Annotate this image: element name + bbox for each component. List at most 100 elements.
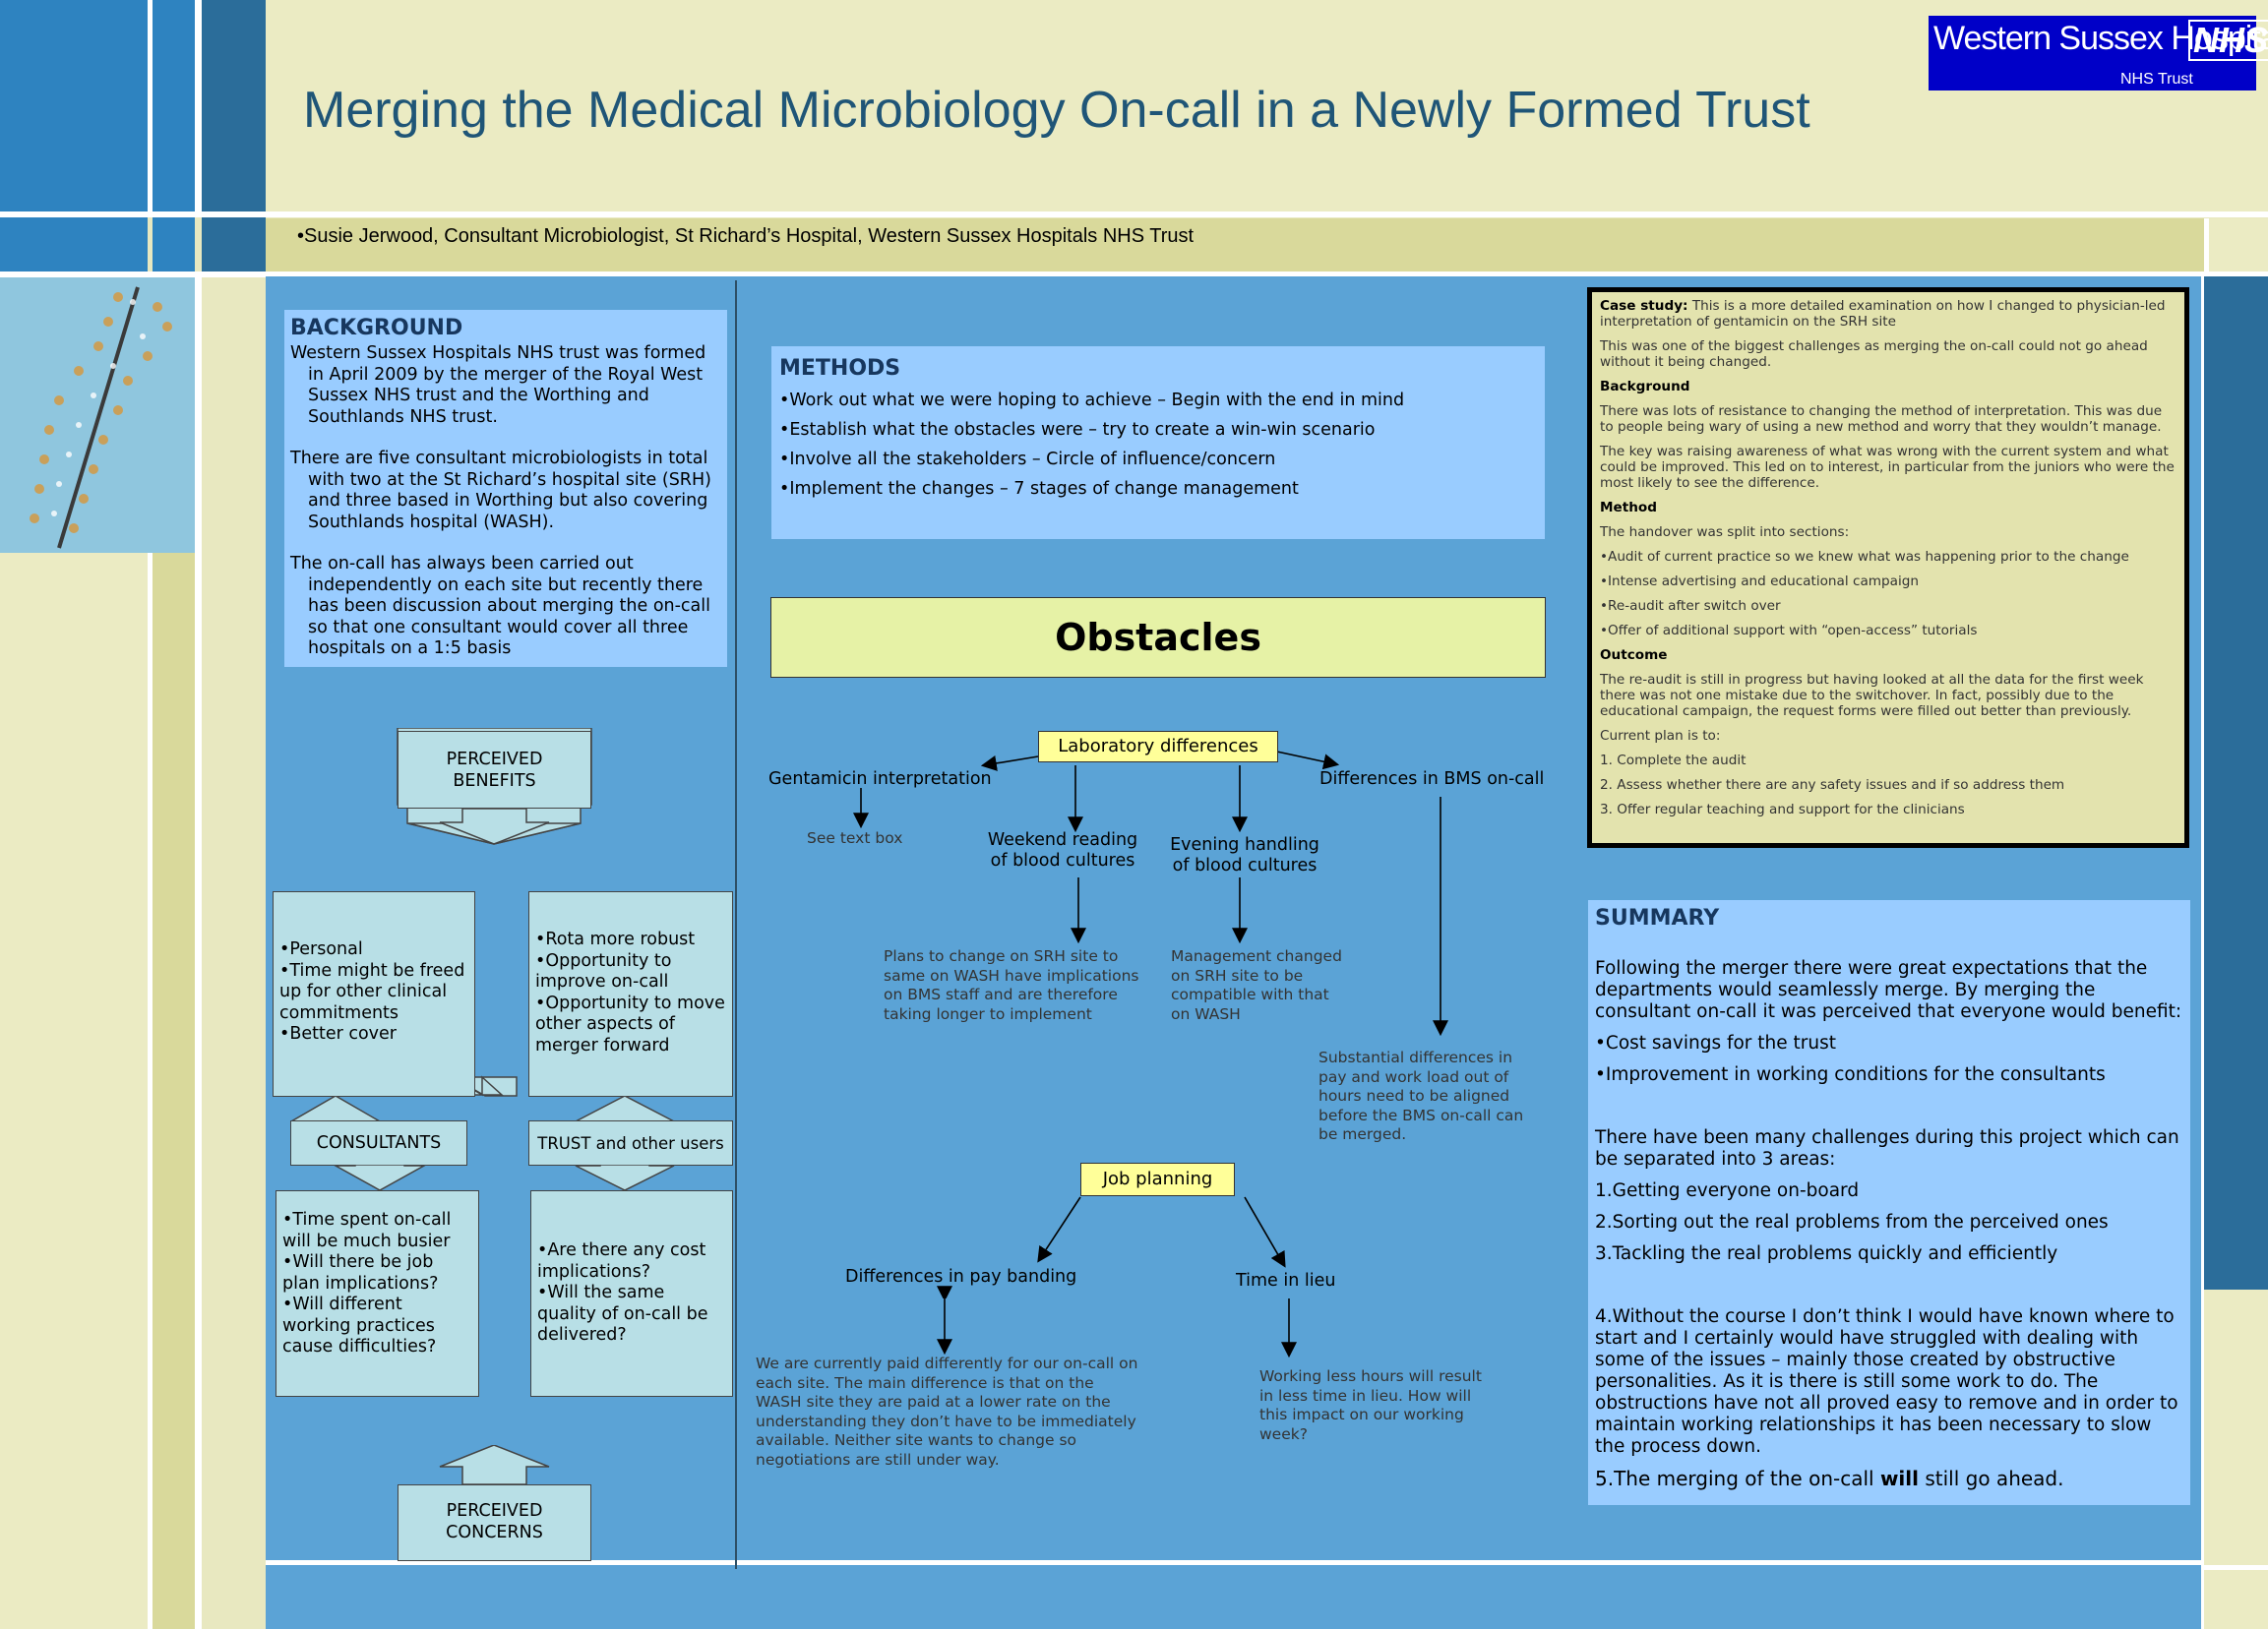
benefit-item: •Opportunity to move other aspects of me… bbox=[535, 993, 725, 1056]
poster-title: Merging the Medical Microbiology On-call… bbox=[303, 82, 1810, 139]
summary-panel: SUMMARY Following the merger there were … bbox=[1588, 900, 2190, 1505]
left-decor bbox=[0, 0, 266, 1629]
background-paragraph: Western Sussex Hospitals NHS trust was f… bbox=[290, 343, 706, 427]
case-study-list-item: •Re-audit after switch over bbox=[1600, 598, 1781, 614]
author-bar-gap bbox=[2204, 218, 2209, 272]
concern-item: •Will the same quality of on-call be del… bbox=[537, 1283, 708, 1345]
job-planning-box: Job planning bbox=[1080, 1163, 1235, 1196]
benefit-item: •Better cover bbox=[279, 1024, 397, 1044]
concern-item: •Will different working practices cause … bbox=[282, 1295, 437, 1357]
bms-note: Substantial differences in pay and work … bbox=[1318, 1049, 1524, 1143]
case-study-box: Case study: This is a more detailed exam… bbox=[1587, 287, 2189, 848]
methods-panel: METHODS •Work out what we were hoping to… bbox=[771, 346, 1545, 539]
background-panel: BACKGROUND Western Sussex Hospitals NHS … bbox=[284, 310, 727, 667]
obstacles-title: Obstacles bbox=[770, 597, 1546, 678]
case-study-list-item: •Audit of current practice so we knew wh… bbox=[1600, 549, 2129, 565]
summary-paragraph: 4.Without the course I don’t think I wou… bbox=[1595, 1306, 2178, 1457]
right-stripe bbox=[2204, 276, 2268, 1629]
summary-final-text: 5.The merging of the on-call bbox=[1595, 1467, 1880, 1490]
down-arrow-icon bbox=[439, 809, 550, 845]
right-gap bbox=[2201, 276, 2204, 1629]
summary-paragraph: Following the merger there were great ex… bbox=[1595, 958, 2182, 1022]
methods-item: •Involve all the stakeholders – Circle o… bbox=[779, 450, 1276, 469]
benefit-item: •Rota more robust bbox=[535, 930, 696, 949]
weekend-reading-label: Weekend reading of blood cultures bbox=[987, 830, 1138, 871]
up-arrow-icon bbox=[439, 1445, 550, 1485]
perceived-benefits-box: PERCEIVED BENEFITS bbox=[398, 731, 591, 809]
case-study-intro: This is a more detailed examination on h… bbox=[1600, 298, 2166, 330]
up-arrow-icon bbox=[291, 1096, 383, 1122]
down-arrow-icon bbox=[575, 1165, 675, 1191]
case-study-list-item: 1. Complete the audit bbox=[1600, 753, 1747, 768]
time-in-lieu-label: Time in lieu bbox=[1236, 1271, 1336, 1291]
case-study-list-item: •Intense advertising and educational cam… bbox=[1600, 573, 1920, 589]
bottom-divider bbox=[266, 1560, 2201, 1565]
column-divider bbox=[735, 280, 737, 1569]
concern-item: •Time spent on-call will be much busier bbox=[282, 1210, 452, 1251]
pay-banding-note: We are currently paid differently for ou… bbox=[756, 1355, 1138, 1469]
author-bar-end bbox=[2209, 218, 2268, 272]
summary-list-item: 2.Sorting out the real problems from the… bbox=[1595, 1212, 2109, 1233]
methods-item: •Establish what the obstacles were – try… bbox=[779, 420, 1376, 440]
benefit-item: •Time might be freed up for other clinic… bbox=[279, 960, 465, 1023]
case-study-list-item: 3. Offer regular teaching and support fo… bbox=[1600, 802, 1965, 817]
trust-benefits-cell: •Rota more robust •Opportunity to improv… bbox=[528, 891, 733, 1097]
summary-list-item: 1.Getting everyone on-board bbox=[1595, 1180, 1860, 1201]
consultant-benefits-cell: •Personal •Time might be freed up for ot… bbox=[273, 891, 475, 1097]
consultant-concerns-cell: •Time spent on-call will be much busier … bbox=[276, 1190, 479, 1397]
background-title: BACKGROUND bbox=[290, 316, 463, 340]
case-study-heading: Background bbox=[1600, 379, 1690, 394]
header-divider bbox=[266, 211, 2268, 217]
lab-differences-box: Laboratory differences bbox=[1038, 731, 1278, 762]
author-line: •Susie Jerwood, Consultant Microbiologis… bbox=[297, 225, 1195, 247]
logo-trust-text: NHS Trust bbox=[2120, 71, 2193, 88]
time-in-lieu-note: Working less hours will result in less t… bbox=[1259, 1367, 1482, 1443]
see-text-box-note: See text box bbox=[807, 829, 903, 847]
trust-users-label: TRUST and other users bbox=[528, 1120, 733, 1166]
nhs-logo bbox=[1929, 16, 2256, 90]
methods-item: •Implement the changes – 7 stages of cha… bbox=[779, 479, 1299, 499]
case-study-paragraph: This was one of the biggest challenges a… bbox=[1600, 338, 2148, 370]
case-study-list-item: •Offer of additional support with “open-… bbox=[1600, 623, 1978, 638]
bms-oncall-label: Differences in BMS on-call bbox=[1319, 769, 1545, 789]
benefit-item: •Personal bbox=[279, 939, 363, 959]
author-bar bbox=[266, 218, 2204, 272]
background-paragraph: The on-call has always been carried out … bbox=[290, 554, 711, 658]
case-study-paragraph: The key was raising awareness of what wa… bbox=[1600, 444, 2175, 491]
case-study-paragraph: There was lots of resistance to changing… bbox=[1600, 403, 2163, 435]
case-study-label: Case study: bbox=[1600, 298, 1688, 314]
nhs-mark: NHS bbox=[2188, 20, 2268, 61]
summary-list-item: •Improvement in working conditions for t… bbox=[1595, 1064, 2106, 1085]
background-paragraph: There are five consultant microbiologist… bbox=[290, 449, 711, 532]
summary-title: SUMMARY bbox=[1595, 906, 1720, 931]
gentamicin-label: Gentamicin interpretation bbox=[768, 769, 992, 789]
bottom-band bbox=[266, 1565, 2201, 1629]
up-arrow-icon bbox=[575, 1096, 675, 1122]
methods-title: METHODS bbox=[779, 356, 901, 381]
case-study-paragraph: Current plan is to: bbox=[1600, 728, 1721, 744]
summary-final-text: still go ahead. bbox=[1919, 1467, 2064, 1490]
summary-list-item: •Cost savings for the trust bbox=[1595, 1033, 1837, 1054]
pay-banding-label: Differences in pay banding bbox=[845, 1267, 1077, 1287]
weekend-note: Plans to change on SRH site to same on W… bbox=[884, 947, 1139, 1023]
author-divider bbox=[266, 272, 2268, 276]
evening-note: Management changed on SRH site to be com… bbox=[1171, 947, 1342, 1023]
consultants-label: CONSULTANTS bbox=[290, 1120, 467, 1166]
methods-item: •Work out what we were hoping to achieve… bbox=[779, 391, 1405, 410]
benefit-item: •Opportunity to improve on-call bbox=[535, 950, 672, 993]
summary-paragraph: There have been many challenges during t… bbox=[1595, 1127, 2179, 1170]
obstacles-flow-arrows bbox=[937, 1294, 1297, 1358]
case-study-list-item: 2. Assess whether there are any safety i… bbox=[1600, 777, 2065, 793]
perceived-concerns-box: PERCEIVED CONCERNS bbox=[398, 1484, 591, 1561]
evening-handling-label: Evening handling of blood cultures bbox=[1170, 835, 1319, 875]
logo-text: Western Sussex Hospitals bbox=[1933, 20, 2268, 57]
trust-concerns-cell: •Are there any cost implications? •Will … bbox=[530, 1190, 733, 1397]
summary-final-emphasis: will bbox=[1879, 1467, 1919, 1490]
concern-item: •Are there any cost implications? bbox=[537, 1240, 706, 1282]
case-study-heading: Outcome bbox=[1600, 647, 1668, 663]
summary-list-item: 3.Tackling the real problems quickly and… bbox=[1595, 1243, 2058, 1264]
case-study-paragraph: The re-audit is still in progress but ha… bbox=[1600, 672, 2144, 719]
concern-item: •Will there be job plan implications? bbox=[282, 1252, 439, 1294]
case-study-paragraph: The handover was split into sections: bbox=[1600, 524, 1850, 540]
case-study-heading: Method bbox=[1600, 500, 1657, 515]
